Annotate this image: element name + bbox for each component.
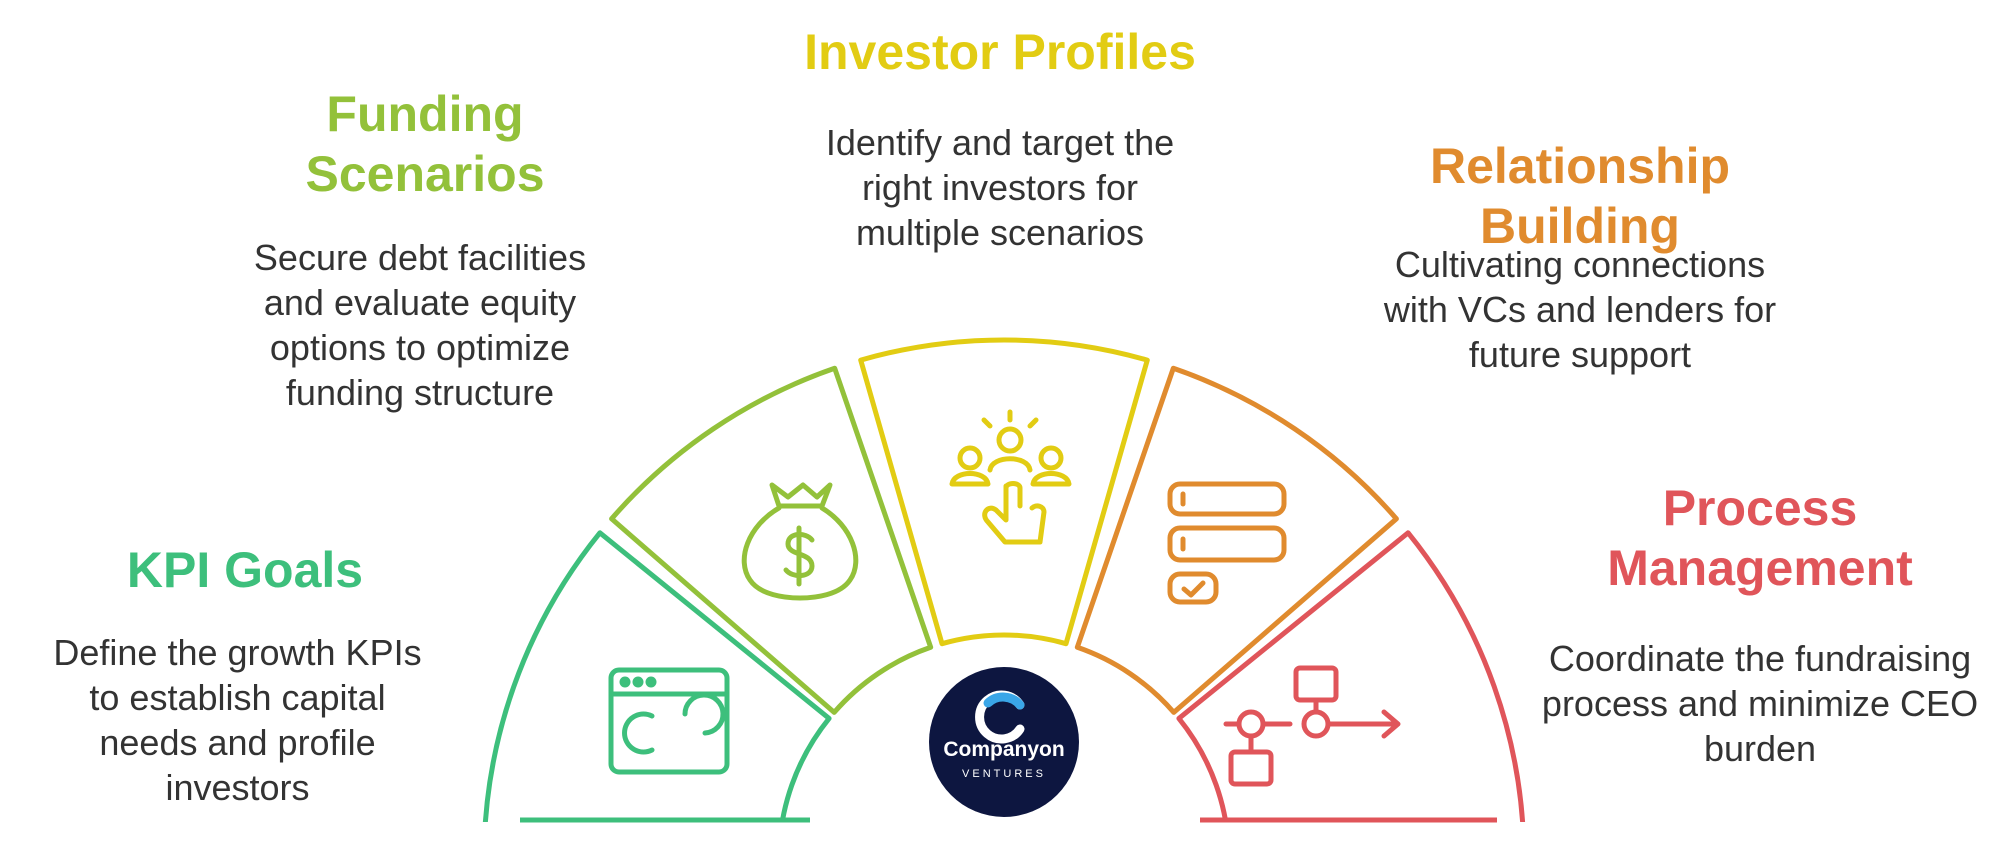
kpi-goals-description: Define the growth KPIs to establish capi… [53, 632, 422, 808]
funding-scenarios-title: Funding Scenarios [305, 86, 545, 202]
logo-tagline: VENTURES [962, 768, 1046, 780]
flowchart-icon [1223, 665, 1401, 787]
kpi-goals-title: KPI Goals [126, 542, 364, 598]
money-bag-icon [741, 482, 859, 601]
relationship-building-description: Cultivating connections with VCs and len… [1383, 244, 1777, 375]
select-people-icon [949, 409, 1072, 545]
process-management-title: Process Management [1607, 480, 1913, 596]
checklist-stack-icon [1167, 481, 1287, 605]
relationship-building-title: Relationship Building [1429, 138, 1731, 254]
process-management-description: Coordinate the fundraising process and m… [1541, 638, 1979, 769]
funding-scenarios-description: Secure debt facilities and evaluate equi… [253, 237, 587, 413]
segment-funding [609, 365, 934, 715]
companyon-logo: Companyon VENTURES [929, 667, 1079, 817]
segment-investor [858, 337, 1150, 647]
logo-name: Companyon [943, 738, 1064, 761]
baseline-mask [0, 822, 2000, 842]
investor-profiles-description: Identify and target the right investors … [825, 122, 1175, 253]
browser-window-icon [608, 667, 730, 775]
segments-layer [0, 337, 2000, 842]
segment-relationship [1074, 365, 1399, 715]
investor-profiles-title: Investor Profiles [804, 24, 1196, 80]
segment-kpi [481, 530, 832, 842]
segment-process [1176, 530, 1527, 842]
